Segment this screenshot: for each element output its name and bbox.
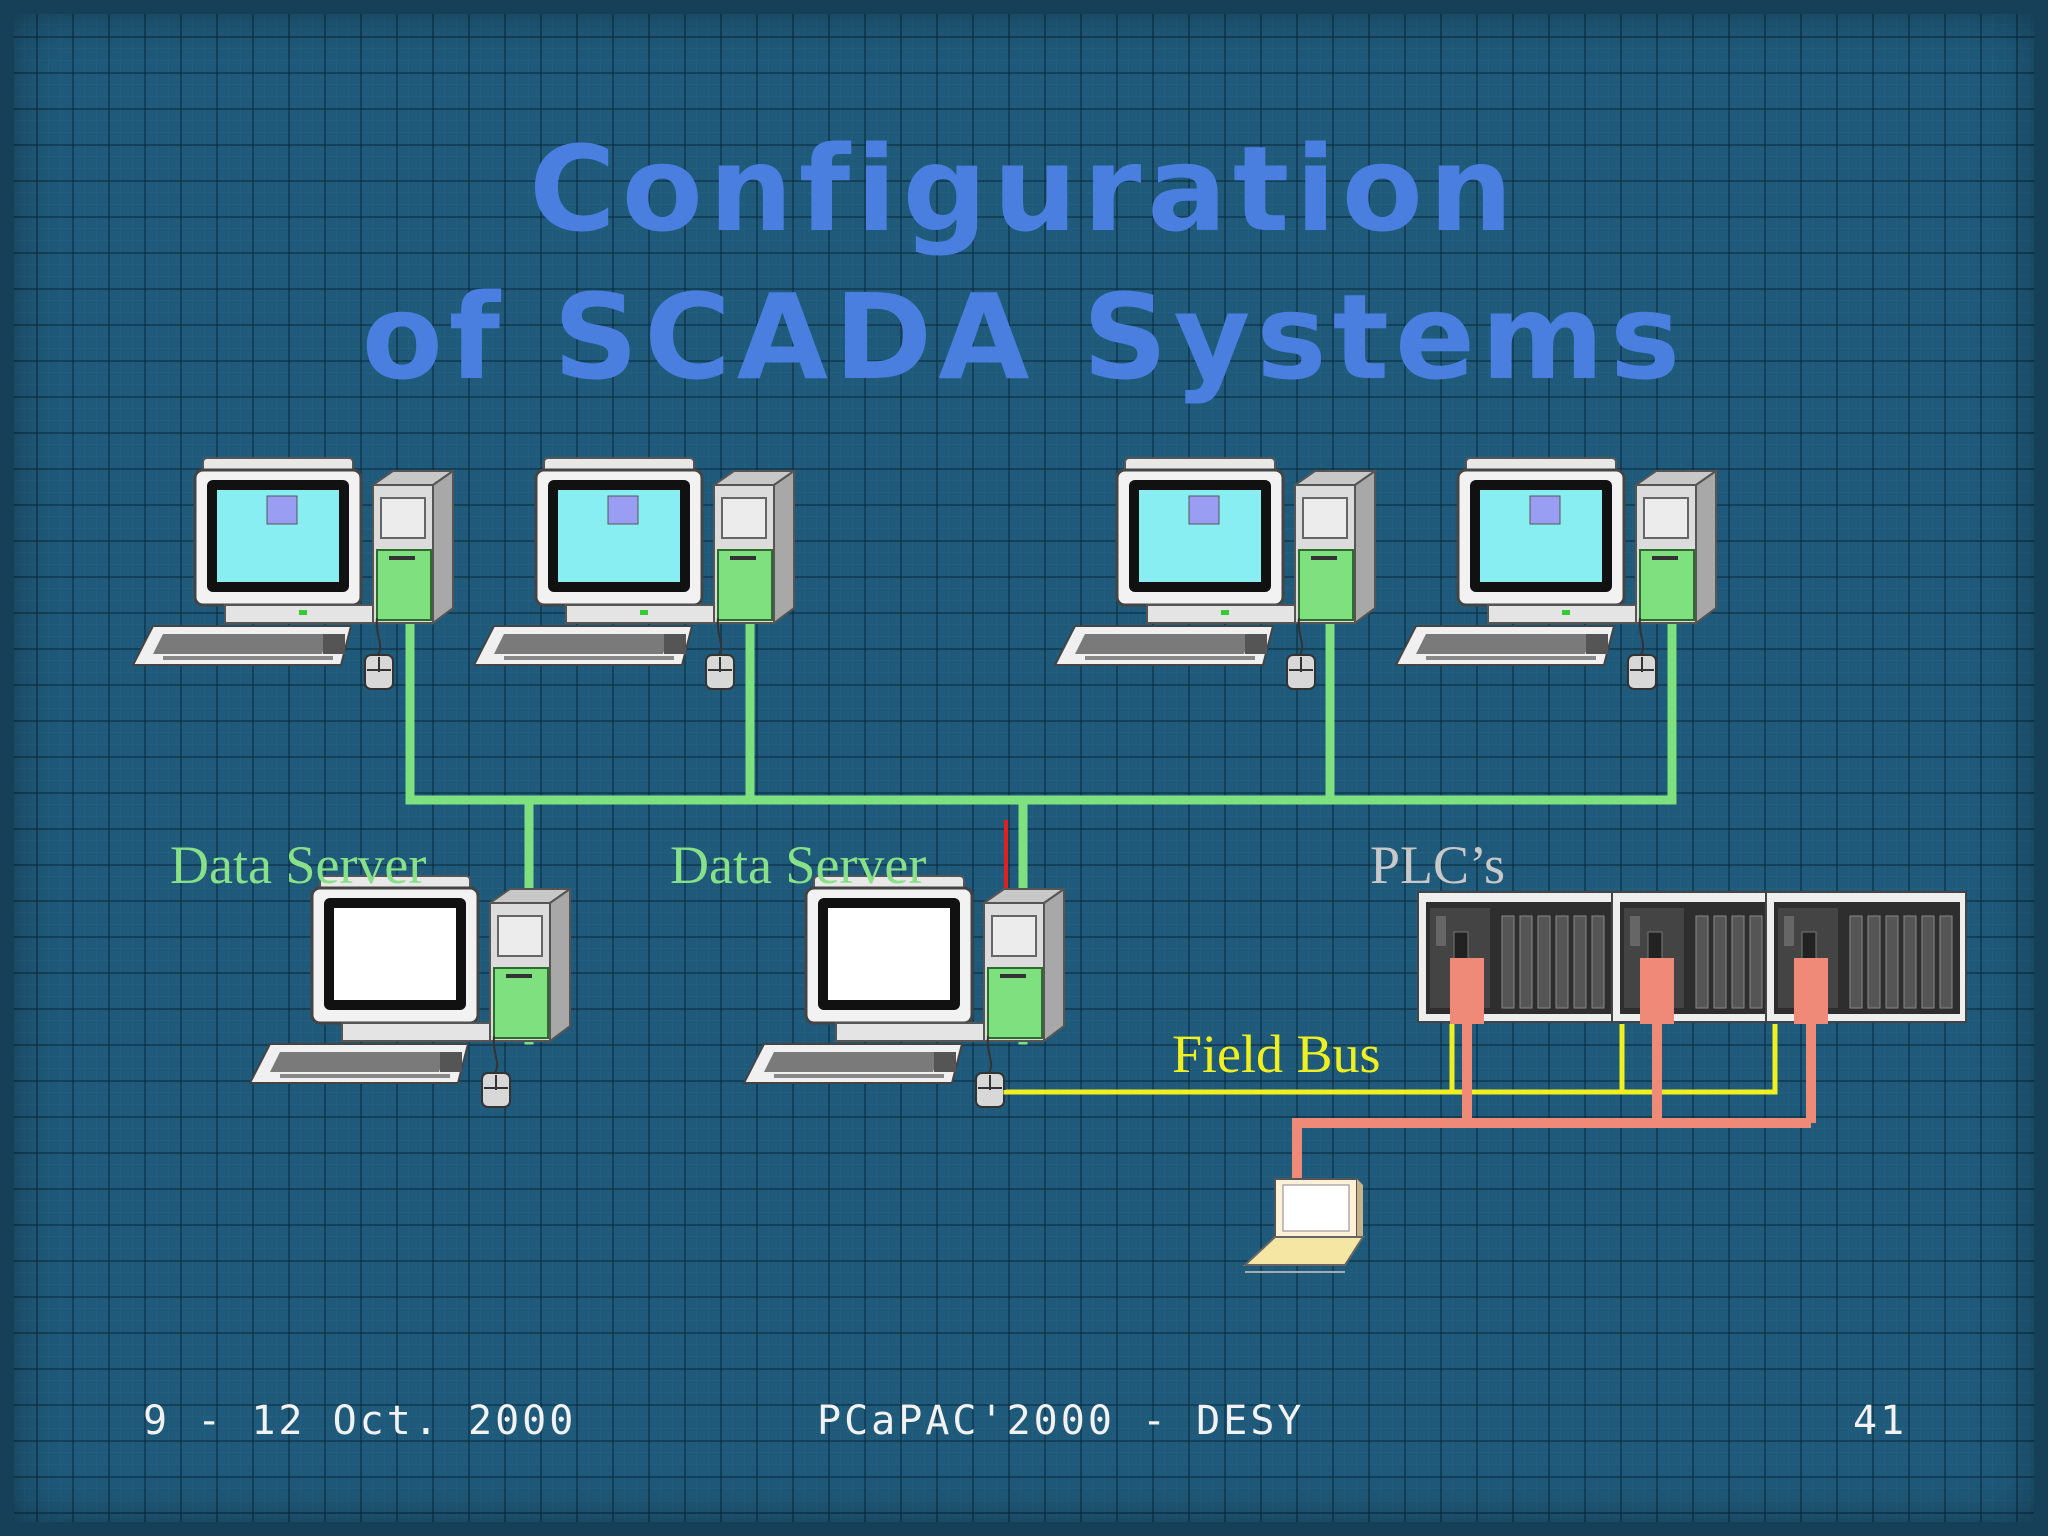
data-server-icon-2 [742, 874, 1066, 1109]
laptop-icon [1242, 1178, 1365, 1273]
footer-date: 9 - 12 Oct. 2000 [143, 1398, 577, 1444]
plc-label: PLC’s [1370, 835, 1506, 895]
plc-programming-links [1292, 958, 1828, 1180]
data-server-icon-1 [248, 874, 572, 1109]
footer-event: PCaPAC'2000 - DESY [817, 1398, 1305, 1444]
field-bus-lines [1003, 1024, 1778, 1095]
data-server-label-2: Data Server [670, 835, 927, 895]
data-server-label-1: Data Server [170, 835, 427, 895]
title-line-2: of SCADA Systems [361, 268, 1687, 406]
field-bus-label: Field Bus [1172, 1024, 1381, 1084]
footer-page-number: 41 [1853, 1398, 1908, 1444]
title-line-1: Configuration [529, 120, 1519, 258]
workstation-icon-1 [131, 456, 455, 691]
plc-rack-icon-1 [1417, 891, 1619, 1023]
